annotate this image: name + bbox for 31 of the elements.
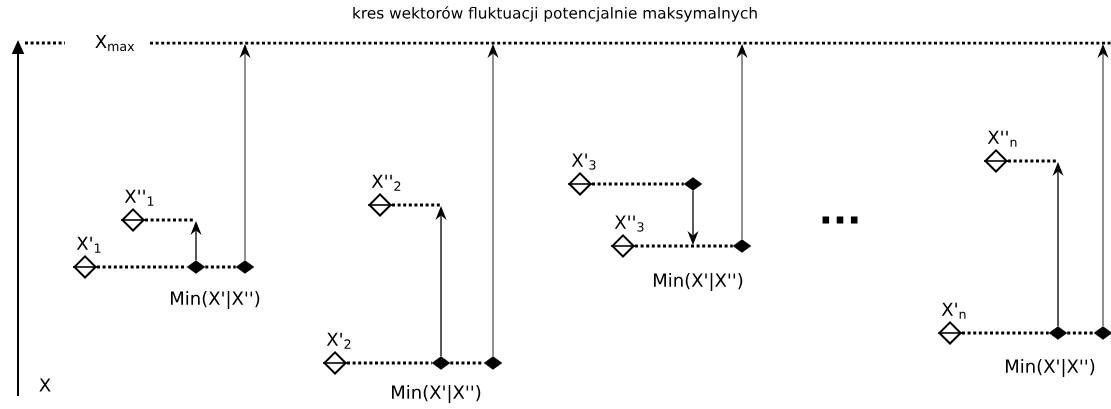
dotted-line (1008, 159, 1058, 163)
point-label: X''$_{3}$ (614, 215, 644, 232)
dotted-line (347, 361, 432, 365)
axis-label: X (39, 378, 51, 392)
dotted-line (145, 218, 193, 222)
dotted-line (450, 361, 484, 365)
ellipsis: ... (822, 216, 858, 224)
filled-diamond-marker (683, 177, 703, 191)
dotted-line (1067, 331, 1094, 335)
value-label: Min(X'|X'') (171, 291, 260, 309)
dotted-line (635, 244, 733, 248)
value-label: Min(X'|X'') (1006, 359, 1095, 377)
point-label: X''$_{n}$ (987, 130, 1017, 147)
point-label: X'$_{1}$ (76, 236, 101, 253)
point-label: X''$_{1}$ (124, 189, 154, 206)
point-label: X'$_{2}$ (326, 332, 351, 349)
dotted-line (97, 265, 187, 269)
dotted-line (205, 265, 236, 269)
caption-text: kres wektorów fluktuacji potencjalnie maksymalnych (353, 6, 757, 22)
filled-diamond-marker (1093, 326, 1111, 340)
dotted-line (962, 331, 1049, 335)
dotted-line (392, 203, 441, 207)
value-label: Min(X'|X'') (392, 385, 481, 403)
filled-diamond-marker (483, 356, 503, 370)
limit-label: X$_{max}$ (92, 32, 138, 54)
value-label: Min(X'|X'') (654, 273, 743, 291)
dotted-line (592, 182, 684, 186)
point-label: X'$_{3}$ (571, 153, 596, 170)
filled-diamond-marker (235, 260, 255, 274)
point-label: X''$_{2}$ (371, 174, 401, 191)
point-label: X'$_{n}$ (941, 302, 966, 319)
